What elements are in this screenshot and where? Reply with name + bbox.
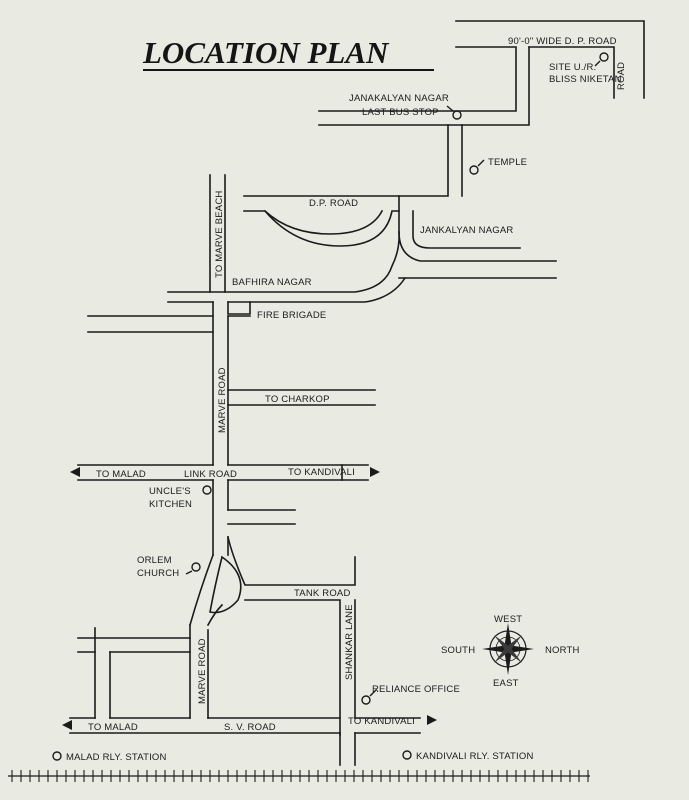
bafhira-road-north (167, 231, 400, 293)
place-markers (52, 52, 609, 761)
compass-north-label: NORTH (545, 645, 580, 656)
sv-road-label: S. V. ROAD (224, 722, 276, 733)
temple-marker-tail-icon (477, 159, 485, 167)
uncles-kitchen-label-line1: UNCLE'S (149, 486, 191, 497)
dp-road-east-edge (318, 46, 530, 126)
bus-stop-marker-icon (452, 110, 462, 120)
temple-label: TEMPLE (488, 157, 527, 168)
arrow-right-icon (370, 467, 380, 477)
dp-road-label: D.P. ROAD (309, 198, 358, 209)
to-malad-link-label: TO MALAD (96, 469, 146, 480)
site-marker-icon (599, 52, 609, 62)
compass-rose-icon (482, 623, 534, 675)
uncles-kitchen-label-line2: KITCHEN (149, 499, 192, 510)
dp-road-wide-bottom (318, 46, 517, 112)
janakalyan-bus-label-line2: LAST BUS STOP (362, 107, 439, 118)
marve-road-lower-joint (206, 603, 224, 627)
dp-road-curve-outer (243, 210, 400, 247)
dp-road-wide-top (455, 20, 645, 99)
compass-east-label: EAST (493, 678, 519, 689)
tank-road-south (244, 599, 341, 736)
site-label-line1: SITE U./R. (549, 62, 596, 73)
shankar-lane-label: SHANKAR LANE (344, 604, 355, 680)
tank-road-label: TANK ROAD (294, 588, 351, 599)
orlem-church-label-line1: ORLEM (137, 555, 172, 566)
link-road-label: LINK ROAD (184, 469, 237, 480)
kandivali-station-label: KANDIVALI RLY. STATION (416, 751, 534, 762)
bafhira-nagar-label: BAFHIRA NAGAR (232, 277, 312, 288)
temple-marker-icon (469, 165, 479, 175)
to-malad-sv-label: TO MALAD (88, 722, 138, 733)
direction-arrows (62, 467, 437, 730)
to-kandivali-sv-label: TO KANDIVALI (348, 716, 415, 727)
kandivali-station-marker-icon (402, 750, 412, 760)
arrow-left-icon (70, 467, 80, 477)
orlem-church-label-line2: CHURCH (137, 568, 179, 579)
malad-station-label: MALAD RLY. STATION (66, 752, 167, 763)
jankalyan-branch (412, 210, 521, 249)
site-label-line2: BLISS NIKETAN (549, 74, 622, 85)
bafhira-road-south (167, 276, 407, 303)
temple-link-west (243, 124, 449, 197)
page-title: LOCATION PLAN (142, 35, 390, 70)
to-kandivali-link-label: TO KANDIVALI (288, 467, 355, 478)
marve-road-lower-label: MARVE ROAD (197, 638, 208, 704)
reliance-office-label: RELIANCE OFFICE (372, 684, 460, 695)
orlem-island (209, 555, 242, 614)
site-marker-tail-icon (594, 60, 601, 67)
reliance-marker-tail-icon (369, 689, 377, 697)
side-road-inner (528, 46, 615, 99)
to-charkop-label: TO CHARKOP (265, 394, 330, 405)
uncles-kitchen-marker-icon (202, 485, 212, 495)
road-network (69, 20, 645, 766)
railway-line (8, 770, 590, 782)
reliance-office-marker-icon (361, 695, 371, 705)
arrow-right-icon (427, 715, 437, 725)
bus-stop-marker-tail-icon (446, 105, 454, 112)
orlem-east-outer (227, 536, 356, 586)
to-marve-beach-label: TO MARVE BEACH (214, 191, 225, 278)
road-label-vertical: ROAD (616, 62, 627, 90)
jankalyan-nagar-label: JANKALYAN NAGAR (420, 225, 513, 236)
janakalyan-bus-label-line1: JANAKALYAN NAGAR (349, 93, 449, 104)
malad-station-marker-icon (52, 751, 62, 761)
orlem-west-curve (189, 553, 215, 626)
dp-road-curve-inner (263, 209, 384, 235)
arrow-left-icon (62, 720, 72, 730)
fire-brigade-label: FIRE BRIGADE (257, 310, 326, 321)
orlem-church-marker-icon (191, 562, 201, 572)
compass-west-label: WEST (494, 614, 522, 625)
fire-brigade-lot (227, 301, 251, 315)
dp-road-wide-label: 90'-0" WIDE D. P. ROAD (508, 36, 617, 47)
orlem-marker-tail-icon (185, 570, 193, 575)
railway-ties-icon (11, 770, 589, 782)
compass-south-label: SOUTH (441, 645, 475, 656)
marve-road-upper-label: MARVE ROAD (217, 367, 228, 433)
